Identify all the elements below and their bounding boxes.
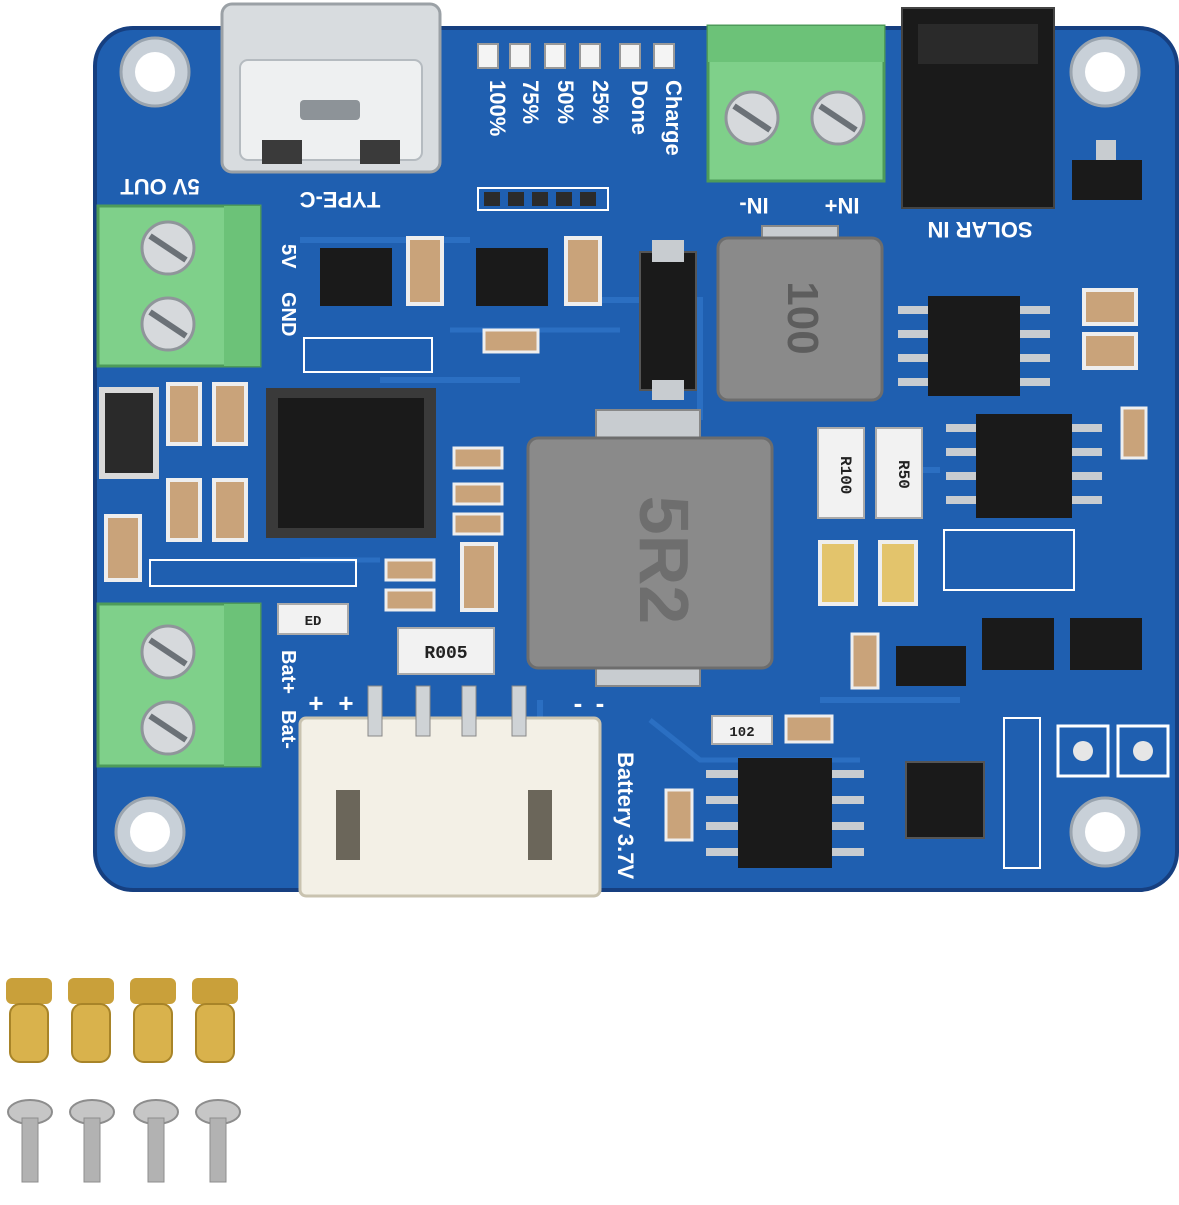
solar-in-label: SOLAR IN bbox=[927, 217, 1032, 242]
usb-label: TYPE-C bbox=[300, 187, 381, 212]
led-label-50: 50% bbox=[553, 80, 578, 124]
smd-pad-array bbox=[149, 337, 1075, 869]
res-marking-3: R005 bbox=[424, 644, 467, 664]
steel-screws bbox=[7, 1099, 241, 1183]
mount-hole-icon bbox=[1069, 36, 1141, 108]
ic-sot-left bbox=[320, 248, 1142, 686]
led-label-25: 25% bbox=[588, 80, 613, 124]
test-pads bbox=[1056, 724, 1170, 778]
inductor-small-marking: 100 bbox=[778, 281, 827, 354]
solar-input-terminal bbox=[706, 24, 886, 183]
resistor-r100 bbox=[817, 427, 865, 519]
main-chip bbox=[266, 388, 436, 538]
output-terminal bbox=[96, 204, 262, 368]
out-5v-label: 5V bbox=[277, 244, 299, 269]
led-label-75: 75% bbox=[518, 80, 543, 124]
screw-icon bbox=[195, 1099, 241, 1183]
res-marking-2: R50 bbox=[894, 460, 912, 489]
mount-hole-icon bbox=[114, 796, 186, 868]
plus-label: + bbox=[308, 688, 323, 718]
mount-hole-icon bbox=[1069, 796, 1141, 868]
led-label-charge: Charge bbox=[661, 80, 686, 156]
resistor-r50 bbox=[875, 427, 923, 519]
small-inductor bbox=[716, 225, 884, 402]
in-minus-label: IN- bbox=[739, 193, 768, 218]
out-gnd-label: GND bbox=[277, 292, 299, 336]
battery-label: Battery 3.7V bbox=[613, 752, 638, 880]
brass-standoffs bbox=[6, 978, 238, 1063]
res-marking-1: R100 bbox=[836, 456, 854, 494]
diode bbox=[639, 240, 697, 400]
in-plus-label: IN+ bbox=[825, 193, 860, 218]
battery-terminal bbox=[96, 602, 262, 768]
res-marking-5: 102 bbox=[729, 725, 754, 741]
led-row bbox=[477, 43, 675, 69]
inductor-large-marking: 5R2 bbox=[625, 496, 703, 624]
battery-connector bbox=[298, 685, 602, 898]
bat-minus-label: Bat- bbox=[277, 710, 299, 749]
transistor-small bbox=[1072, 140, 1142, 200]
standoff-icon bbox=[6, 978, 52, 1063]
led-label-100: 100% bbox=[485, 80, 510, 136]
ic-bottom-right bbox=[905, 761, 985, 839]
screw-icon bbox=[69, 1099, 115, 1183]
usb-type-c-port bbox=[220, 2, 442, 174]
resistor-ed bbox=[277, 603, 349, 635]
resistor-r005 bbox=[397, 627, 495, 675]
solar-dc-jack bbox=[901, 7, 1055, 209]
mount-hole-icon bbox=[119, 36, 191, 108]
screw-icon bbox=[133, 1099, 179, 1183]
out-label: 5V OUT bbox=[120, 174, 200, 199]
standoff-icon bbox=[192, 978, 238, 1063]
ic-right-middle bbox=[946, 414, 1102, 518]
led-label-done: Done bbox=[627, 80, 652, 135]
large-inductor bbox=[526, 409, 774, 687]
ic-bottom-center bbox=[706, 758, 864, 868]
standoff-icon bbox=[130, 978, 176, 1063]
bat-plus-label: Bat+ bbox=[277, 650, 299, 694]
standoff-icon bbox=[68, 978, 114, 1063]
screw-icon bbox=[7, 1099, 53, 1183]
res-marking-4: ED bbox=[305, 614, 322, 630]
plus-label-2: + bbox=[338, 688, 353, 718]
passive-components bbox=[99, 236, 1148, 842]
minus-label-2: - bbox=[596, 688, 605, 718]
led-resistor-row bbox=[477, 187, 609, 211]
ic-right-top bbox=[898, 296, 1050, 396]
minus-label: - bbox=[574, 688, 583, 718]
resistor-102 bbox=[711, 715, 773, 745]
